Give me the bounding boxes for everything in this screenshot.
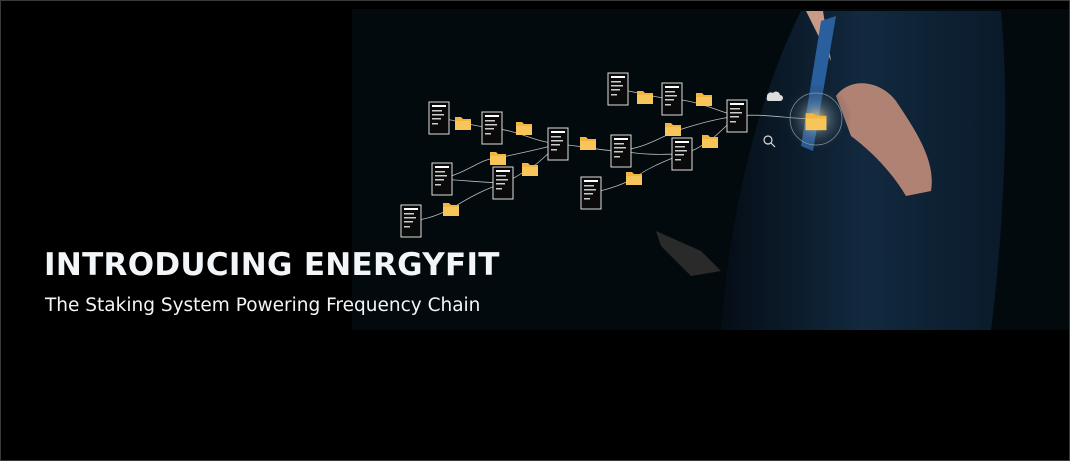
businessman-suit — [721, 11, 1006, 330]
search-icon — [763, 135, 776, 148]
banner-subtitle: The Staking System Powering Frequency Ch… — [45, 295, 481, 316]
cloud-icon — [766, 91, 783, 101]
banner-title: INTRODUCING ENERGYFIT — [44, 247, 500, 283]
hand — [836, 83, 932, 196]
hero-photo — [352, 9, 1069, 330]
